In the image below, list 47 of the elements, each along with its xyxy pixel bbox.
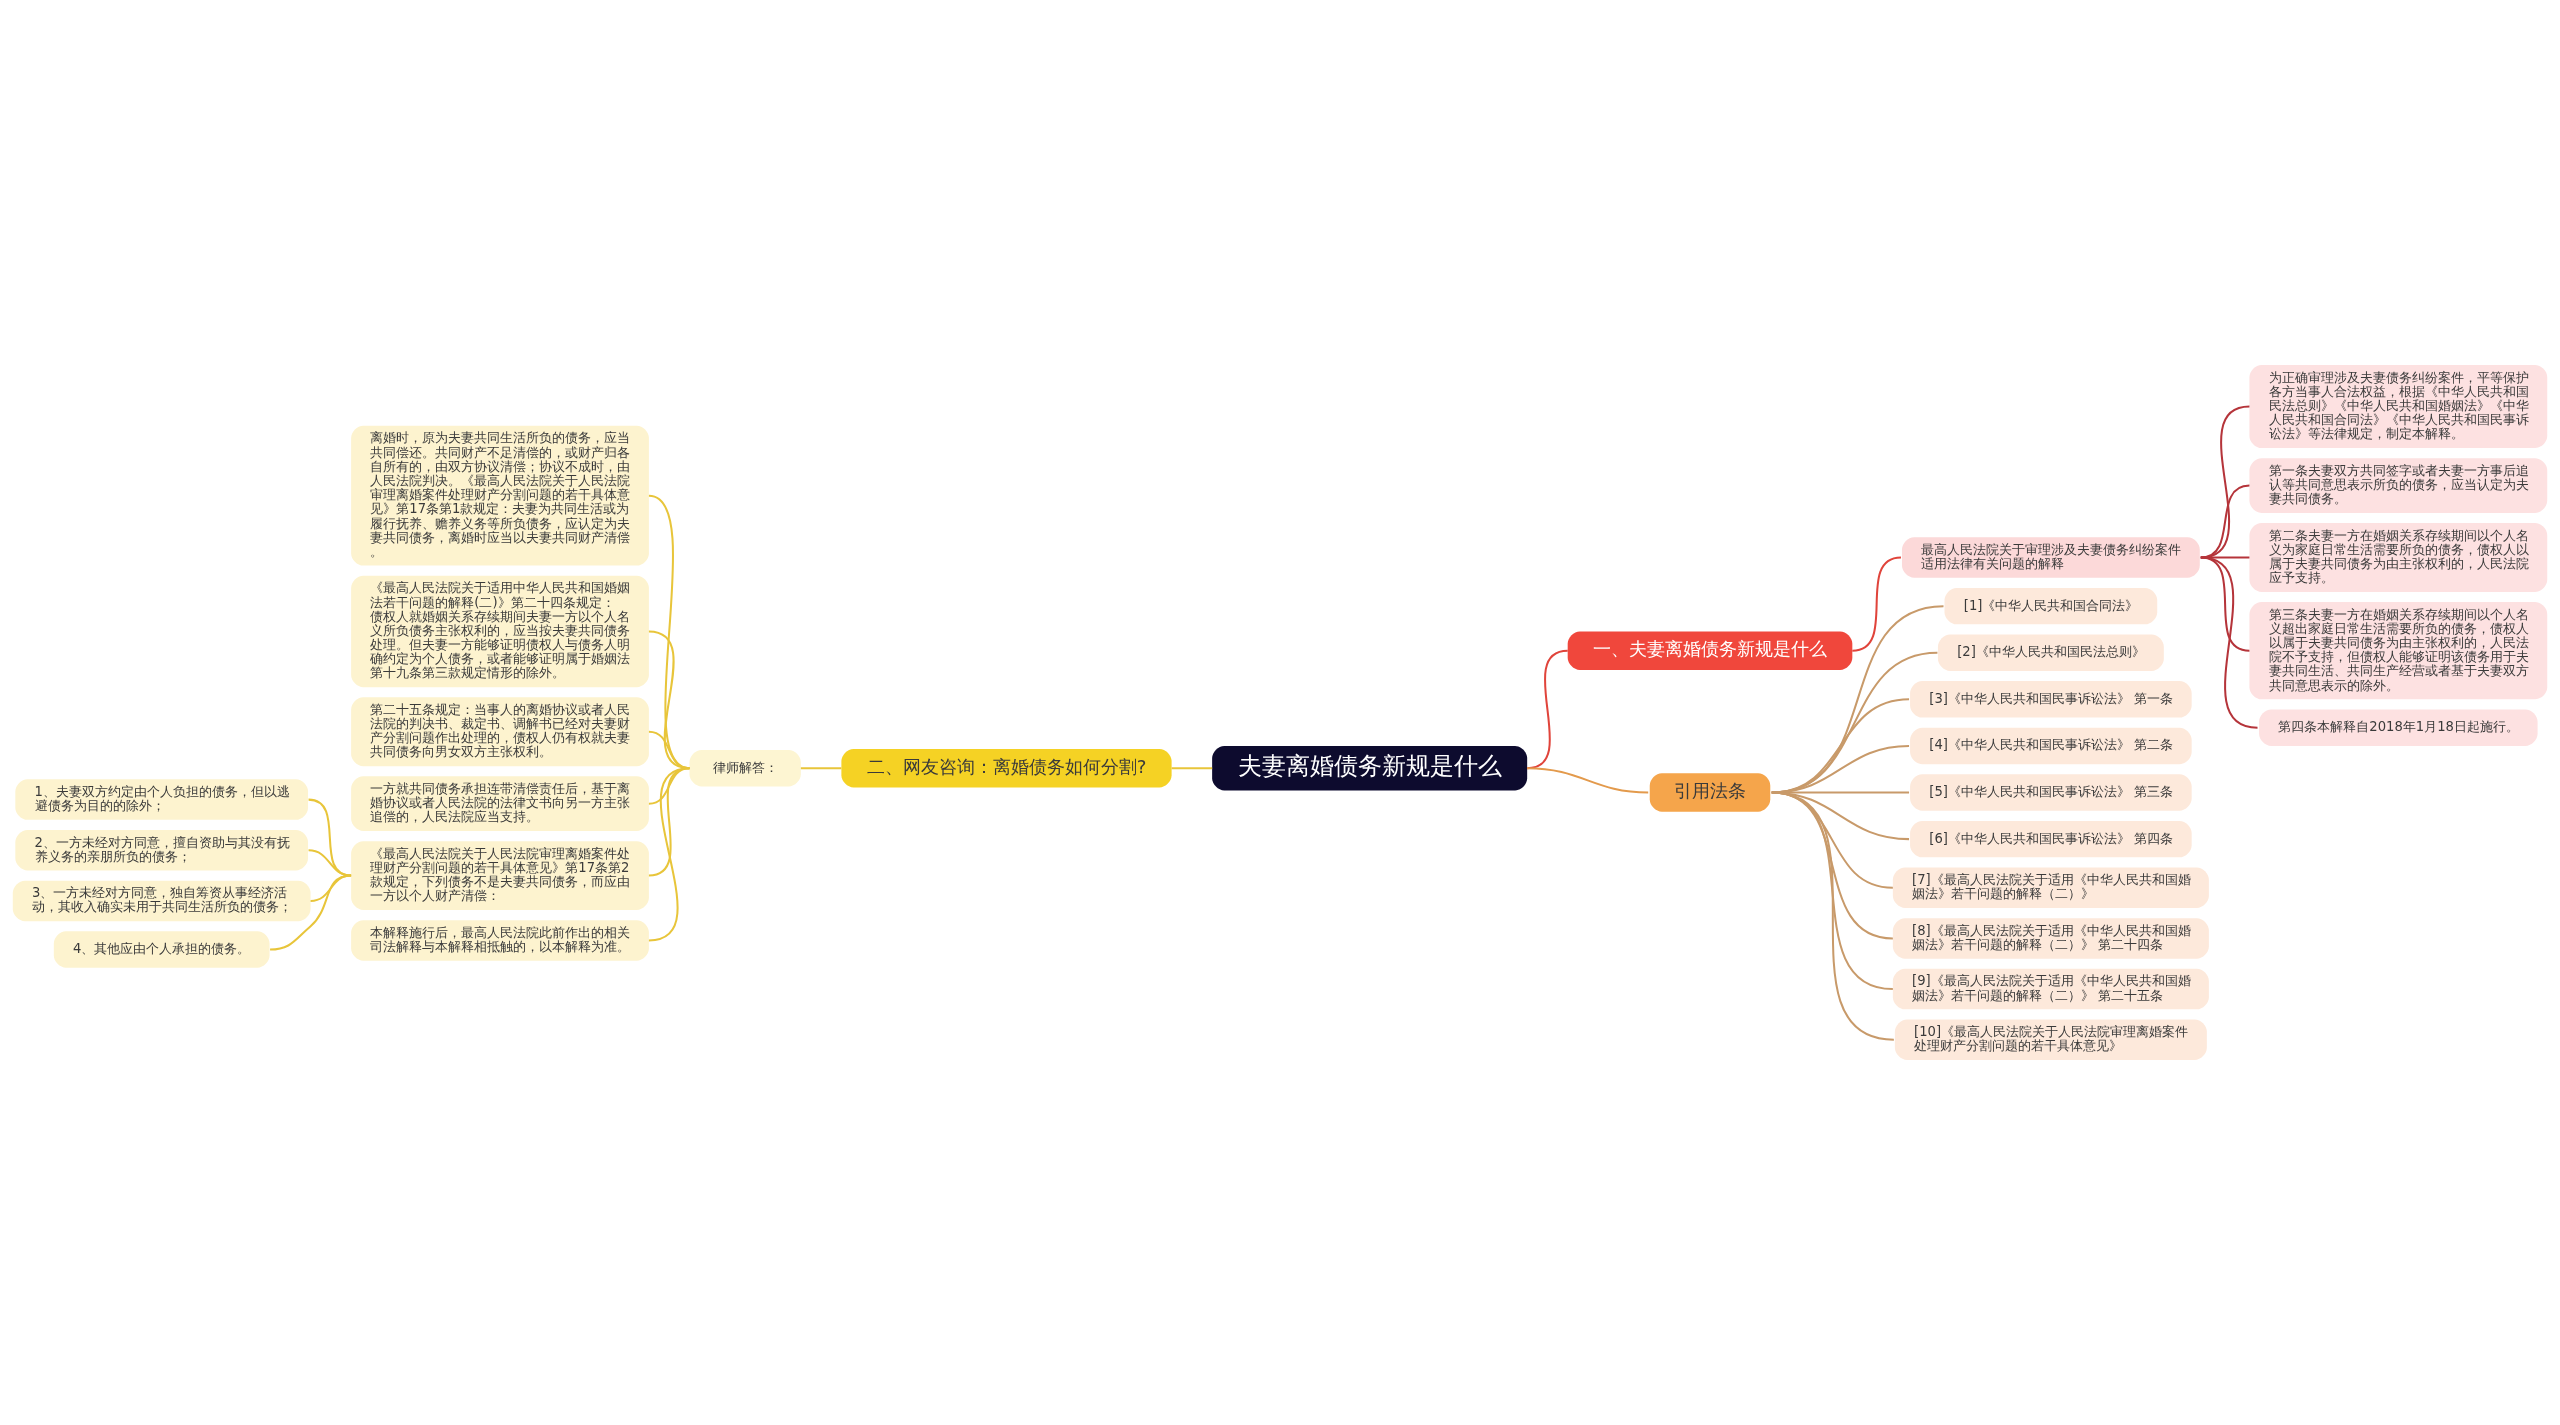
connector bbox=[1771, 791, 1895, 1041]
node-box: 2、一方未经对方同意，擅自资助与其没有抚养义务的亲朋所负的债务； bbox=[15, 830, 309, 871]
node-box: 4、其他应由个人承担的债务。 bbox=[53, 931, 270, 968]
node-box: 一方就共同债务承担连带清偿责任后，基于离婚协议或者人民法院的法律文书向另一方主张追偿的，人民法院应当支持。 bbox=[351, 776, 649, 831]
node-box: 1、夫妻双方约定由个人负担的债务，但以逃避债务为目的的除外； bbox=[15, 779, 309, 820]
connector bbox=[2200, 405, 2250, 559]
node-box: 《最高人民法院关于适用中华人民共和国婚姻法若干问题的解释(二)》第二十四条规定：债权人就婚姻关系存续期间夫妻一方以个人名义所负债务主张权利的，应当按夫妻共同债务处理。但夫妻一方能够证明债权人与债务人明确约定为个人债务，或者能够证明属于婚姻法第十九条第三款规定情形的除外。 bbox=[351, 575, 649, 688]
connector bbox=[648, 767, 690, 942]
node-box: [8]《最高人民法院关于适用《中华人民共和国婚姻法》若干问题的解释（二）》 第二十四条 bbox=[1892, 918, 2209, 959]
connector bbox=[1771, 605, 1944, 794]
node-box: [5]《中华人民共和国民事诉讼法》 第三条 bbox=[1910, 774, 2192, 811]
node-box: 3、一方未经对方同意，独自筹资从事经济活动，其收入确实未用于共同生活所负的债务； bbox=[12, 880, 311, 922]
node-box: 最高人民法院关于审理涉及夫妻债务纠纷案件适用法律有关问题的解释 bbox=[1901, 537, 2200, 578]
node-box: [10]《最高人民法院关于人民法院审理离婚案件处理财产分割问题的若干具体意见》 bbox=[1894, 1019, 2207, 1060]
node-box: [7]《最高人民法院关于适用《中华人民共和国婚姻法》若干问题的解释（二）》 bbox=[1892, 867, 2209, 908]
node-box: [3]《中华人民共和国民事诉讼法》 第一条 bbox=[1910, 681, 2192, 718]
node-box: [1]《中华人民共和国合同法》 bbox=[1944, 587, 2158, 625]
connector bbox=[270, 874, 352, 951]
node-box: 律师解答： bbox=[689, 750, 801, 787]
node-box: 第四条本解释自2018年1月18日起施行。 bbox=[2259, 709, 2538, 746]
node-box: 引用法条 bbox=[1649, 773, 1771, 812]
connector bbox=[2200, 484, 2250, 559]
connector bbox=[2200, 556, 2258, 729]
node-box: 夫妻离婚债务新规是什么 bbox=[1212, 745, 1528, 791]
connector bbox=[1527, 767, 1649, 794]
node-box: [4]《中华人民共和国民事诉讼法》 第二条 bbox=[1910, 727, 2192, 765]
node-box: [6]《中华人民共和国民事诉讼法》 第四条 bbox=[1910, 820, 2192, 858]
node-box: 离婚时，原为夫妻共同生活所负的债务，应当共同偿还。共同财产不足清偿的，或财产归各自所有的，由双方协议清偿；协议不成时，由人民法院判决。《最高人民法院关于人民法院审理离婚案件处理财产分割问题的若干具体意见》第17条第1款规定：夫妻为共同生活或为履行抚养、赡养义务等所负债务，应认定为夫妻共同债务，离婚时应当以夫妻共同财产清偿。 bbox=[351, 425, 649, 566]
node-box: 第二十五条规定：当事人的离婚协议或者人民法院的判决书、裁定书、调解书已经对夫妻财产分割问题作出处理的，债权人仍有权就夫妻共同债务向男女双方主张权利。 bbox=[351, 697, 649, 767]
node-box: 本解释施行后，最高人民法院此前作出的相关司法解释与本解释相抵触的，以本解释为准。 bbox=[351, 920, 649, 961]
node-box: 第二条夫妻一方在婚姻关系存续期间以个人名义为家庭日常生活需要所负的债务，债权人以属于夫妻共同债务为由主张权利的，人民法院应予支持。 bbox=[2249, 523, 2548, 592]
connector bbox=[1852, 556, 1902, 652]
connector bbox=[308, 849, 352, 877]
node-box: 第三条夫妻一方在婚姻关系存续期间以个人名义超出家庭日常生活需要所负的债务，债权人以属于夫妻共同债务为由主张权利的，人民法院不予支持，但债权人能够证明该债务用于夫妻共同生活、共同生产经营或者基于夫妻双方共同意思表示的除外。 bbox=[2249, 602, 2548, 700]
connector bbox=[1771, 744, 1910, 794]
connector bbox=[1771, 651, 1938, 794]
node-box: 为正确审理涉及夫妻债务纠纷案件，平等保护各方当事人合法权益，根据《中华人民共和国民法总则》《中华人民共和国婚姻法》《中华人民共和国合同法》《中华人民共和国民事诉讼法》等法律规定，制定本解释。 bbox=[2249, 365, 2548, 449]
connector bbox=[800, 767, 842, 770]
connector bbox=[1171, 767, 1213, 770]
node-box: 《最高人民法院关于人民法院审理离婚案件处理财产分割问题的若干具体意见》第17条第2款规定，下列债务不是夫妻共同债务，而应由一方以个人财产清偿： bbox=[351, 841, 649, 911]
node-box: [2]《中华人民共和国民法总则》 bbox=[1937, 634, 2164, 671]
node-box: [9]《最高人民法院关于适用《中华人民共和国婚姻法》若干问题的解释（二）》 第二十五条 bbox=[1892, 968, 2209, 1010]
node-box: 一、夫妻离婚债务新规是什么 bbox=[1567, 631, 1853, 670]
node-box: 二、网友咨询：离婚债务如何分割? bbox=[841, 748, 1172, 788]
connector bbox=[308, 798, 352, 877]
connector bbox=[1771, 698, 1910, 794]
node-box: 第一条夫妻双方共同签字或者夫妻一方事后追认等共同意思表示所负的债务，应当认定为夫妻共同债务。 bbox=[2249, 458, 2548, 513]
